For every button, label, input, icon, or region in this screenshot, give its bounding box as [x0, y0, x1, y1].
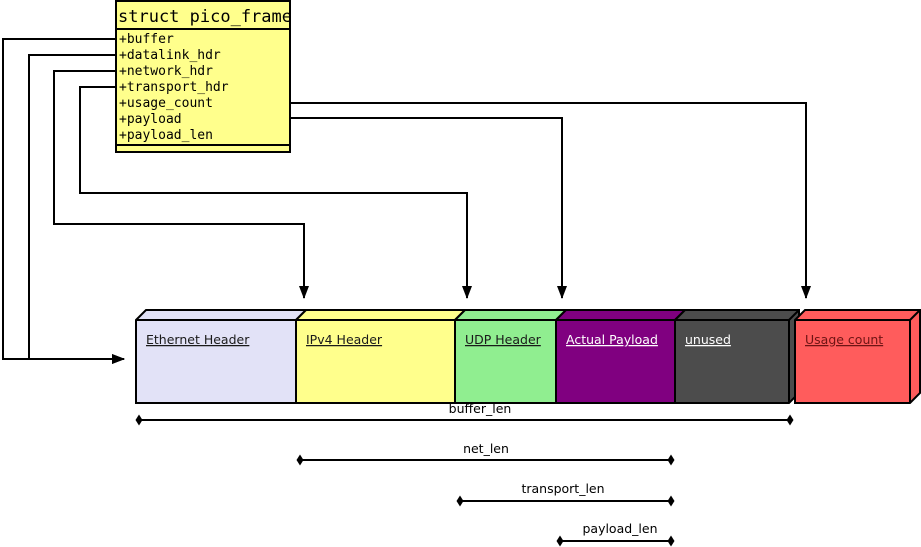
segment-label: Actual Payload: [566, 332, 658, 347]
segment-unused: unused: [674, 309, 800, 404]
connector-datalink-hdr: [28, 54, 125, 364]
segment-box: [674, 309, 800, 404]
segment-label: Usage count: [805, 332, 883, 347]
net-len-label: net_len: [463, 441, 509, 456]
struct-field-datalink-hdr: +datalink_hdr: [119, 48, 221, 63]
struct-field-network-hdr: +network_hdr: [119, 64, 213, 79]
struct-field-buffer: +buffer: [119, 32, 174, 47]
segment-box: [295, 309, 466, 404]
segment-label: UDP Header: [465, 332, 542, 347]
segment-box: [794, 309, 921, 404]
connector-usage-count: [290, 102, 811, 299]
buffer-segments: Ethernet Header IPv4 Header UDP Header A…: [135, 309, 921, 404]
segment-ethernet-header: Ethernet Header: [135, 309, 307, 404]
segment-label: Ethernet Header: [146, 332, 250, 347]
connector-transport-hdr: [79, 86, 472, 299]
segment-label: unused: [685, 332, 731, 347]
struct-field-payload: +payload: [119, 112, 182, 127]
connectors: [2, 38, 811, 364]
connector-payload: [290, 117, 567, 299]
struct-field-payload-len: +payload_len: [119, 128, 213, 143]
struct-class-box: struct pico_frame +buffer +datalink_hdr …: [115, 0, 292, 153]
segment-udp-header: UDP Header: [454, 309, 567, 404]
struct-field-transport-hdr: +transport_hdr: [119, 80, 229, 95]
transport-len-label: transport_len: [521, 481, 604, 496]
payload-len-label: payload_len: [582, 521, 657, 536]
connector-network-hdr: [53, 70, 309, 299]
struct-title: struct pico_frame: [118, 7, 292, 27]
buffer-len-label: buffer_len: [449, 401, 512, 416]
segment-box: [555, 309, 686, 404]
struct-box-body: [115, 0, 291, 153]
segment-label: IPv4 Header: [306, 332, 383, 347]
struct-field-usage-count: +usage_count: [119, 96, 213, 111]
segment-actual-payload: Actual Payload: [555, 309, 686, 404]
segment-ipv4-header: IPv4 Header: [295, 309, 466, 404]
segment-box: [454, 309, 567, 404]
segment-box: [135, 309, 307, 404]
dimension-lines: buffer_len net_len transport_len payload…: [135, 401, 794, 547]
segment-usage-count: Usage count: [794, 309, 921, 404]
